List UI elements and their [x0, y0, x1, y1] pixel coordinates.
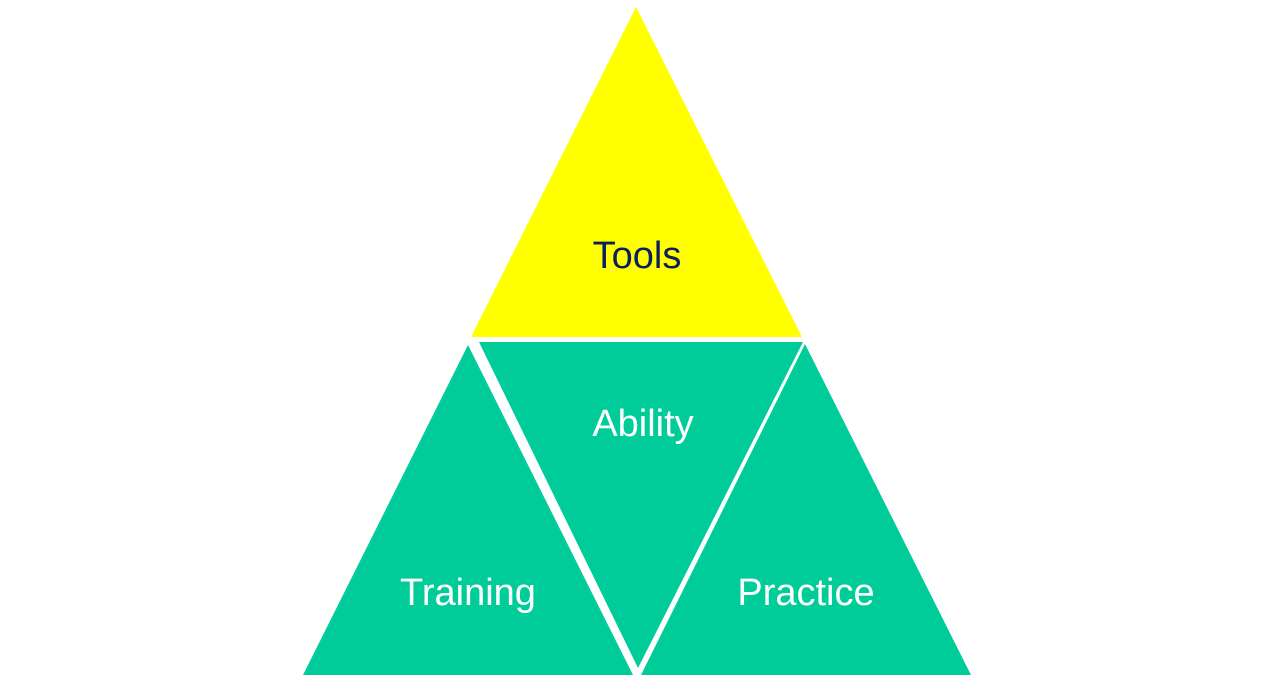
practice-triangle: [641, 344, 971, 675]
tools-triangle: [471, 7, 802, 337]
ability-triangle: [479, 342, 803, 668]
training-triangle: [303, 345, 633, 675]
training-label: Training: [400, 572, 536, 614]
practice-label: Practice: [737, 572, 874, 614]
tools-label: Tools: [593, 235, 682, 277]
ability-label: Ability: [592, 403, 693, 445]
